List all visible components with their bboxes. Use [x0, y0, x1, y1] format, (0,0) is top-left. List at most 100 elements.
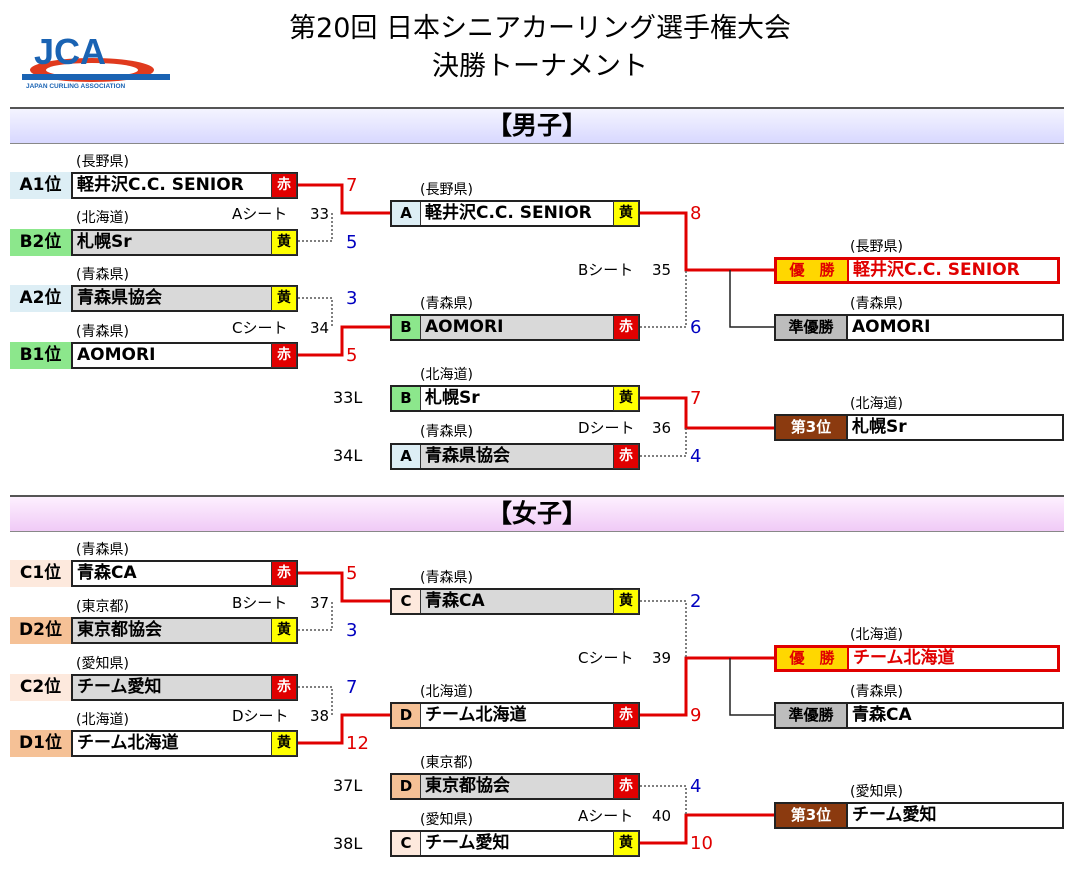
- team-name: 札幌Sr: [852, 417, 907, 437]
- stone-badge: 黄: [613, 589, 639, 614]
- women-third-pref: (愛知県): [850, 784, 903, 800]
- men-third-place: 第3位 札幌Sr: [774, 414, 1064, 441]
- men-final-win-line: [640, 211, 776, 272]
- women-third-1-team: C チーム愛知 黄: [390, 830, 640, 857]
- women-third-win-line: [640, 813, 776, 845]
- stone-badge: 黄: [613, 386, 639, 411]
- stone-badge: 黄: [271, 618, 297, 643]
- men-third-lines: [640, 396, 776, 457]
- men-r1-3-pref: (青森県): [76, 324, 129, 340]
- team-name: AOMORI: [425, 317, 504, 337]
- men-r1c-win-line: [298, 325, 392, 357]
- men-champion: 優 勝 軽井沢C.C. SENIOR: [774, 257, 1060, 284]
- men-third-win-line: [640, 396, 776, 430]
- team-name: AOMORI: [852, 317, 931, 337]
- sheet-letter: A: [392, 445, 421, 468]
- men-final-sheet-label: Bシート: [578, 261, 634, 279]
- men-r1-0-rank: A1位: [10, 172, 71, 199]
- women-third-place: 第3位 チーム愛知: [774, 802, 1064, 829]
- men-r1-game-no: 33: [310, 205, 330, 223]
- sheet-letter: C: [392, 590, 421, 613]
- men-r1-0-team: 軽井沢C.C. SENIOR 赤: [71, 172, 298, 199]
- women-r1-game-no-2: 38: [310, 707, 330, 725]
- women-semi-0-team: C 青森CA 黄: [390, 588, 640, 615]
- women-r1-1-rank: D2位: [10, 617, 71, 644]
- team-name: 軽井沢C.C. SENIOR: [853, 260, 1020, 280]
- women-semi-0-score: 2: [690, 591, 702, 612]
- men-final-lose-line: [640, 270, 687, 328]
- result-label: 準優勝: [776, 316, 848, 339]
- women-r1-1-score: 3: [346, 620, 358, 641]
- men-third-1-loser-label: 34L: [333, 446, 363, 465]
- men-r1-3-rank: B1位: [10, 342, 71, 369]
- women-semi-1-pref: (北海道): [420, 684, 473, 700]
- men-r1-3-team: AOMORI 赤: [71, 342, 298, 369]
- page-subtitle: 決勝トーナメント: [432, 51, 648, 82]
- women-third-game-no: 40: [652, 807, 672, 825]
- men-r1-2-team: 青森県協会 黄: [71, 285, 298, 312]
- men-third-pref: (北海道): [850, 396, 903, 412]
- stone-badge: 赤: [613, 774, 639, 799]
- men-third-lose-line: [640, 428, 687, 457]
- women-r1-3-score: 12: [346, 733, 369, 754]
- result-label: 準優勝: [776, 704, 848, 727]
- women-r1-sheet-label: Bシート: [232, 594, 288, 612]
- men-r1-2-pref: (青森県): [76, 267, 129, 283]
- team-name: 青森県協会: [425, 446, 510, 466]
- women-champion: 優 勝 チーム北海道: [774, 645, 1060, 672]
- team-name: 青森県協会: [77, 288, 162, 308]
- men-semi-1-score: 6: [690, 317, 702, 338]
- women-r1-3-pref: (北海道): [76, 712, 129, 728]
- women-r1d-lines: [298, 686, 392, 745]
- women-r1-sheet-label-2: Dシート: [232, 707, 289, 725]
- women-r1-0-team: 青森CA 赤: [71, 560, 298, 587]
- women-third-1-pref: (愛知県): [420, 812, 473, 828]
- sheet-letter: D: [392, 775, 421, 798]
- men-third-0-pref: (北海道): [420, 367, 473, 383]
- stone-badge: 赤: [271, 675, 297, 700]
- women-runnerup-line: [729, 658, 776, 716]
- men-r1-sheet-label: Aシート: [232, 205, 288, 223]
- women-r1-1-pref: (東京都): [76, 599, 129, 615]
- stone-badge: 赤: [613, 315, 639, 340]
- women-champion-pref: (北海道): [850, 627, 903, 643]
- stone-badge: 赤: [613, 444, 639, 469]
- team-name: 東京都協会: [77, 620, 162, 640]
- men-r1-1-team: 札幌Sr 黄: [71, 229, 298, 256]
- men-r1-0-score: 7: [346, 175, 358, 196]
- men-r1a-lose-line: [298, 213, 333, 242]
- men-third-0-loser-label: 33L: [333, 388, 363, 407]
- men-third-1-score: 4: [690, 446, 702, 467]
- women-third-lines: [640, 785, 776, 845]
- stone-badge: 赤: [271, 343, 297, 368]
- men-semi-0-score: 8: [690, 203, 702, 224]
- men-r1-1-score: 5: [346, 232, 358, 253]
- women-r1-0-score: 5: [346, 563, 358, 584]
- team-name: チーム北海道: [425, 705, 527, 725]
- men-third-1-team: A 青森県協会 赤: [390, 443, 640, 470]
- men-runnerup-line: [729, 270, 776, 328]
- men-semi-1-pref: (青森県): [420, 296, 473, 312]
- men-r1-1-rank: B2位: [10, 229, 71, 256]
- result-label: 第3位: [776, 804, 848, 827]
- team-name: チーム北海道: [853, 648, 955, 668]
- women-semi-1-team: D チーム北海道 赤: [390, 702, 640, 729]
- women-third-1-loser-label: 38L: [333, 834, 363, 853]
- stone-badge: 黄: [613, 831, 639, 856]
- stone-badge: 黄: [271, 230, 297, 255]
- men-third-1-pref: (青森県): [420, 424, 473, 440]
- women-runnerup-pref: (青森県): [850, 684, 903, 700]
- men-semi-0-pref: (長野県): [420, 182, 473, 198]
- women-r1b-lines: [298, 571, 392, 631]
- team-name: 札幌Sr: [425, 388, 480, 408]
- men-r1-2-score: 3: [346, 288, 358, 309]
- men-r1a-lines: [298, 183, 392, 242]
- sheet-letter: A: [392, 202, 421, 225]
- men-r1c-lose-line: [298, 297, 333, 327]
- women-r1d-win-line: [298, 713, 392, 745]
- team-name: 軽井沢C.C. SENIOR: [77, 175, 244, 195]
- men-final-lines: [640, 211, 776, 328]
- women-r1-2-rank: C2位: [10, 674, 71, 701]
- women-third-0-team: D 東京都協会 赤: [390, 773, 640, 800]
